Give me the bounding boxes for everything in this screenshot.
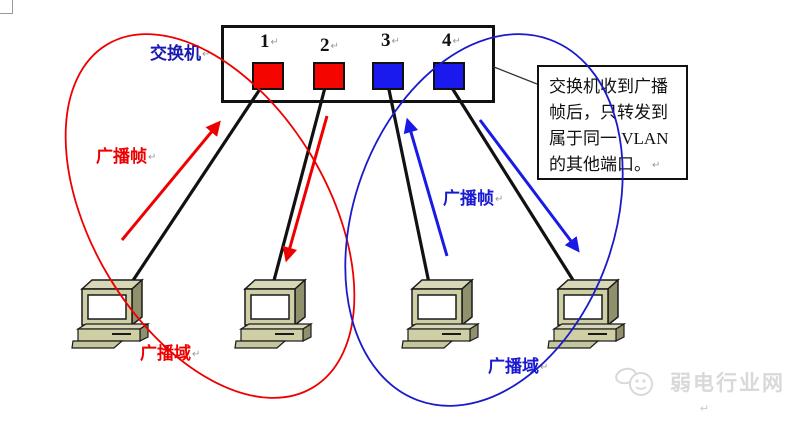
callout-text-line: 的其他端口。↵ — [549, 155, 661, 174]
watermark: 弱电行业网 ↵ — [614, 366, 785, 415]
callout-text-line: 交换机收到广播 — [549, 77, 668, 96]
watermark-logo-icon — [615, 367, 653, 396]
cable-port3-pc3 — [385, 79, 432, 289]
paragraph-mark: ↵ — [540, 362, 549, 373]
cable-port2-pc2 — [270, 79, 329, 289]
port-label-2: 2↵ — [320, 35, 339, 56]
callout-connector-line — [493, 66, 538, 85]
watermark-text: 弱电行业网 — [670, 372, 785, 395]
switch-label: 交换机↵ — [150, 44, 211, 63]
paragraph-mark: ↵ — [330, 41, 339, 52]
broadcast-frame-label-red: 广播帧↵ — [96, 147, 157, 166]
paragraph-mark: ↵ — [452, 36, 461, 47]
paragraph-mark: ↵ — [148, 152, 157, 163]
port-label-1: 1↵ — [260, 31, 279, 52]
paragraph-mark: ↵ — [495, 194, 504, 205]
cable-port1-pc1 — [126, 79, 268, 289]
callout-annotation-box: 交换机收到广播 帧后，只转发到 属于同一 VLAN 的其他端口。↵ — [537, 65, 688, 180]
switch-port-4-blue — [433, 62, 465, 90]
paragraph-mark: ↵ — [270, 37, 279, 48]
switch-port-1-red — [252, 62, 284, 90]
broadcast-frame-label-blue: 广播帧↵ — [443, 189, 504, 208]
broadcast-domain-label-red: 广播域↵ — [140, 344, 201, 363]
computer-3 — [401, 279, 479, 349]
paragraph-mark: ↵ — [391, 36, 400, 47]
computer-1 — [71, 279, 149, 349]
port-label-3: 3↵ — [381, 30, 400, 51]
switch-port-2-red — [313, 62, 345, 90]
paragraph-mark: ↵ — [192, 349, 201, 360]
broadcast-frame-arrow-blue-up — [403, 117, 449, 257]
port-label-4: 4↵ — [442, 30, 461, 51]
paragraph-mark: ↵ — [202, 49, 211, 60]
computer-4 — [547, 279, 625, 349]
callout-text-line: 属于同一 VLAN — [549, 129, 669, 148]
page-corner-mark — [0, 0, 13, 14]
callout-text-line: 帧后，只转发到 — [549, 103, 668, 122]
paragraph-mark: ↵ — [700, 403, 710, 415]
switch-port-3-blue — [372, 62, 404, 90]
broadcast-frame-arrow-red-up — [120, 120, 221, 241]
computer-2 — [234, 279, 312, 349]
broadcast-domain-label-blue: 广播域↵ — [488, 357, 549, 376]
broadcast-frame-arrow-red-down — [282, 115, 329, 263]
paragraph-mark: ↵ — [652, 160, 661, 171]
